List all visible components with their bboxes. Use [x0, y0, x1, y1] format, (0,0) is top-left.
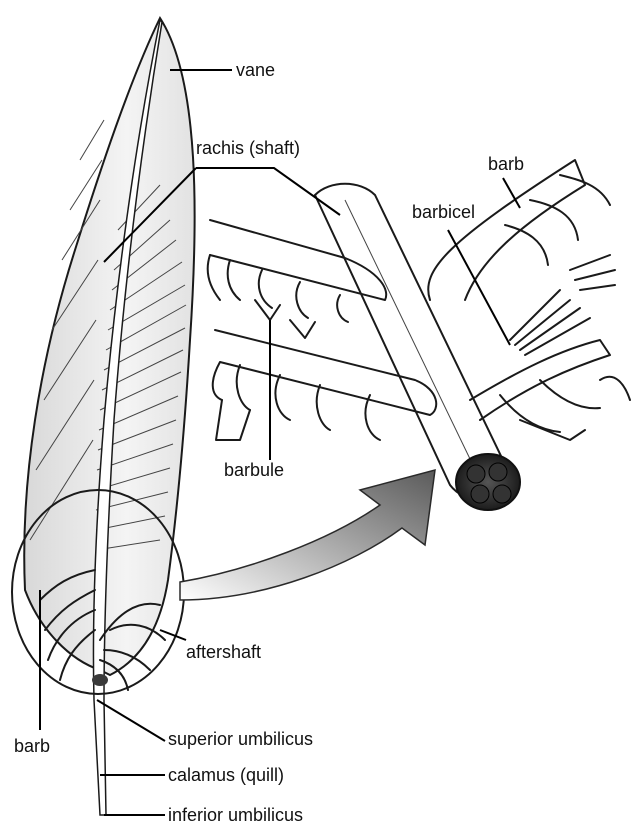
barbule-hooks [255, 300, 315, 338]
detail-barb-upper-right [428, 160, 585, 300]
label-barbule: barbule [224, 460, 284, 480]
label-barbicel: barbicel [412, 202, 475, 222]
detail-cut-end [456, 454, 520, 510]
label-barb-feather: barb [14, 736, 50, 756]
feather [24, 18, 194, 815]
label-inferior-umbilicus: inferior umbilicus [168, 805, 303, 825]
label-calamus: calamus (quill) [168, 765, 284, 785]
feather-vane [24, 18, 194, 675]
label-barb-detail: barb [488, 154, 524, 174]
superior-umbilicus-mark [92, 674, 108, 686]
label-vane: vane [236, 60, 275, 80]
zoom-arrow [180, 470, 435, 600]
detail-rachis [315, 184, 515, 500]
label-rachis: rachis (shaft) [196, 138, 300, 158]
label-aftershaft: aftershaft [186, 642, 261, 662]
label-superior-umbilicus: superior umbilicus [168, 729, 313, 749]
